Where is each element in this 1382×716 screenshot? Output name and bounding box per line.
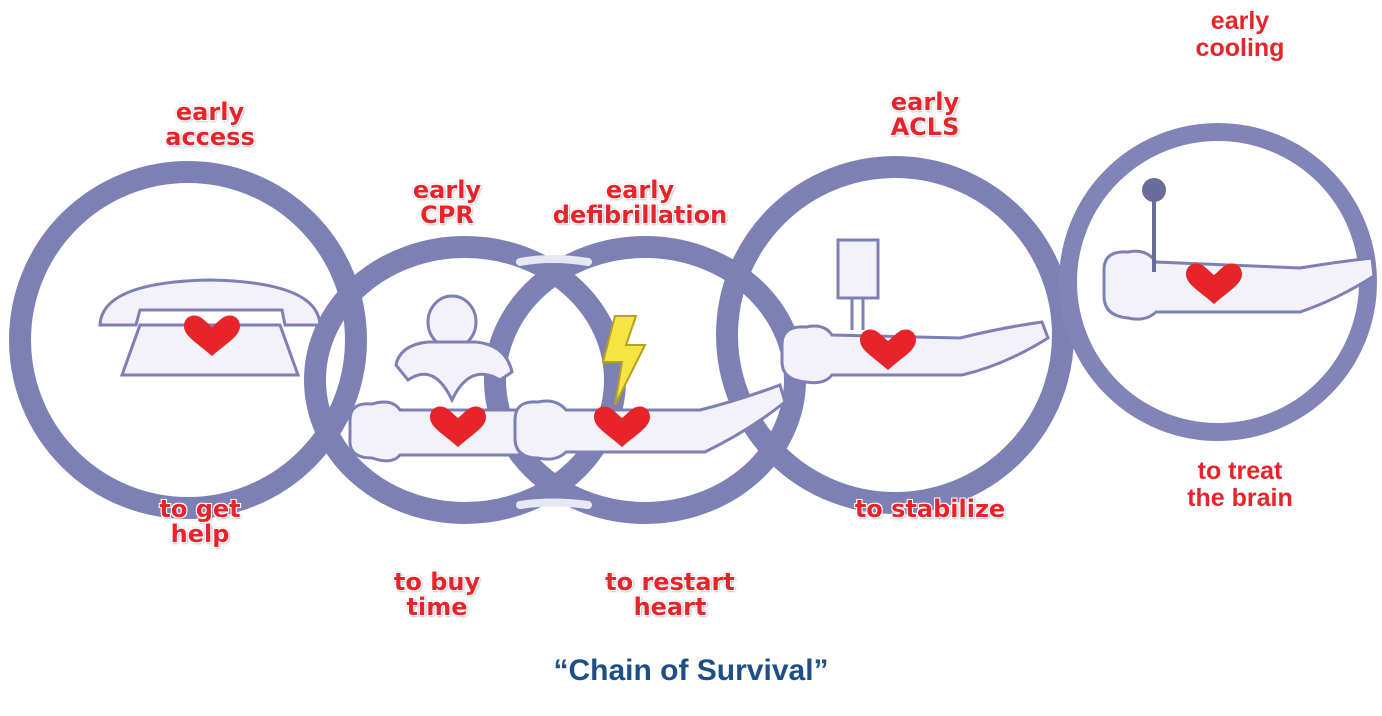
label-to-stabilize: to stabilize [815, 497, 1045, 522]
label-to-restart-heart: to restart heart [560, 570, 780, 620]
label-early-cooling: early cooling [1150, 8, 1330, 62]
label-early-access: early access [120, 100, 300, 150]
label-early-cpr: early CPR [372, 178, 522, 228]
iv-pole-icon [838, 240, 878, 330]
chain-link-defib [495, 247, 795, 513]
label-early-acls: early ACLS [850, 90, 1000, 140]
label-early-defibrillation: early defibrillation [520, 178, 760, 228]
label-to-buy-time: to buy time [362, 570, 512, 620]
label-to-get-help: to get help [110, 497, 290, 547]
diagram-caption: “Chain of Survival” [0, 654, 1382, 688]
label-to-treat-the-brain: to treat the brain [1130, 458, 1350, 512]
